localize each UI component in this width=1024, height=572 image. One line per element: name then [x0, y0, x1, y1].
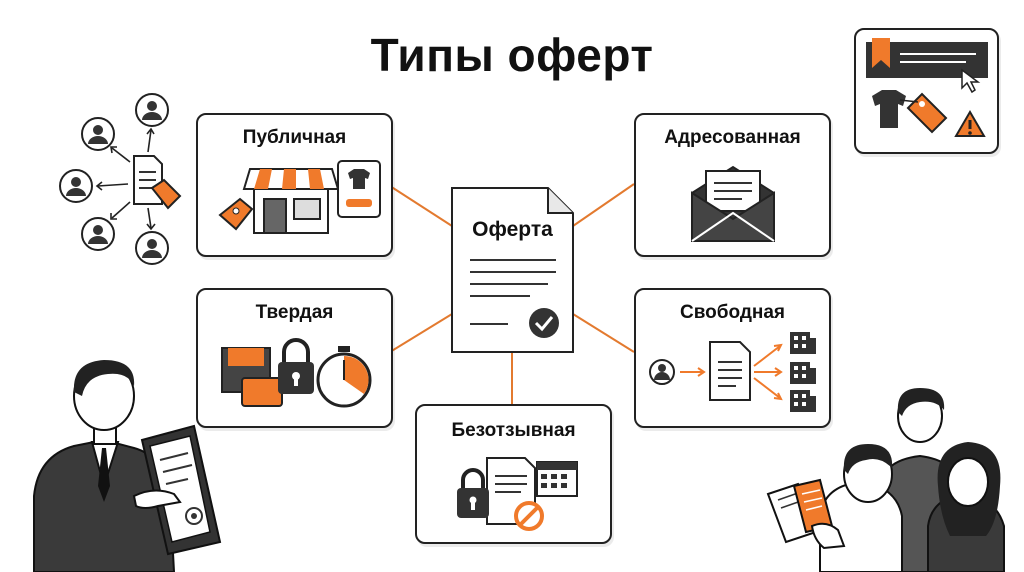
- businessman-illustration: [33, 360, 222, 572]
- irrevocable-icon: [457, 457, 578, 531]
- center-offer-document: Оферта: [450, 186, 575, 354]
- card-public-label: Публичная: [242, 127, 347, 148]
- store-icon: [218, 160, 381, 234]
- document-icon: [451, 187, 574, 353]
- people-distribution-icon: [59, 93, 182, 265]
- card-addressed: Адресованная: [634, 113, 831, 257]
- card-irrevocable: Безотзывная: [415, 404, 612, 544]
- product-alert-icon: [866, 38, 988, 137]
- envelope-icon: [691, 165, 775, 242]
- card-firm-label: Твердая: [255, 302, 334, 323]
- card-firm: Твердая: [196, 288, 393, 428]
- connector-addressed: [572, 183, 635, 227]
- card-irrevocable-label: Безотзывная: [451, 420, 576, 441]
- connector-firm: [389, 313, 453, 353]
- page-title: Типы оферт: [370, 29, 654, 81]
- lock-timer-icon: [221, 338, 372, 408]
- center-label: Оферта: [472, 218, 553, 241]
- distribution-icon: [649, 332, 816, 412]
- connector-public: [389, 185, 453, 227]
- connector-free: [572, 313, 635, 353]
- group-people-illustration: [766, 388, 1005, 572]
- card-public: Публичная: [196, 113, 393, 257]
- card-free-label: Свободная: [679, 302, 786, 323]
- card-free: Свободная: [634, 288, 831, 428]
- card-addressed-label: Адресованная: [664, 127, 801, 148]
- corner-product-card: [854, 28, 999, 154]
